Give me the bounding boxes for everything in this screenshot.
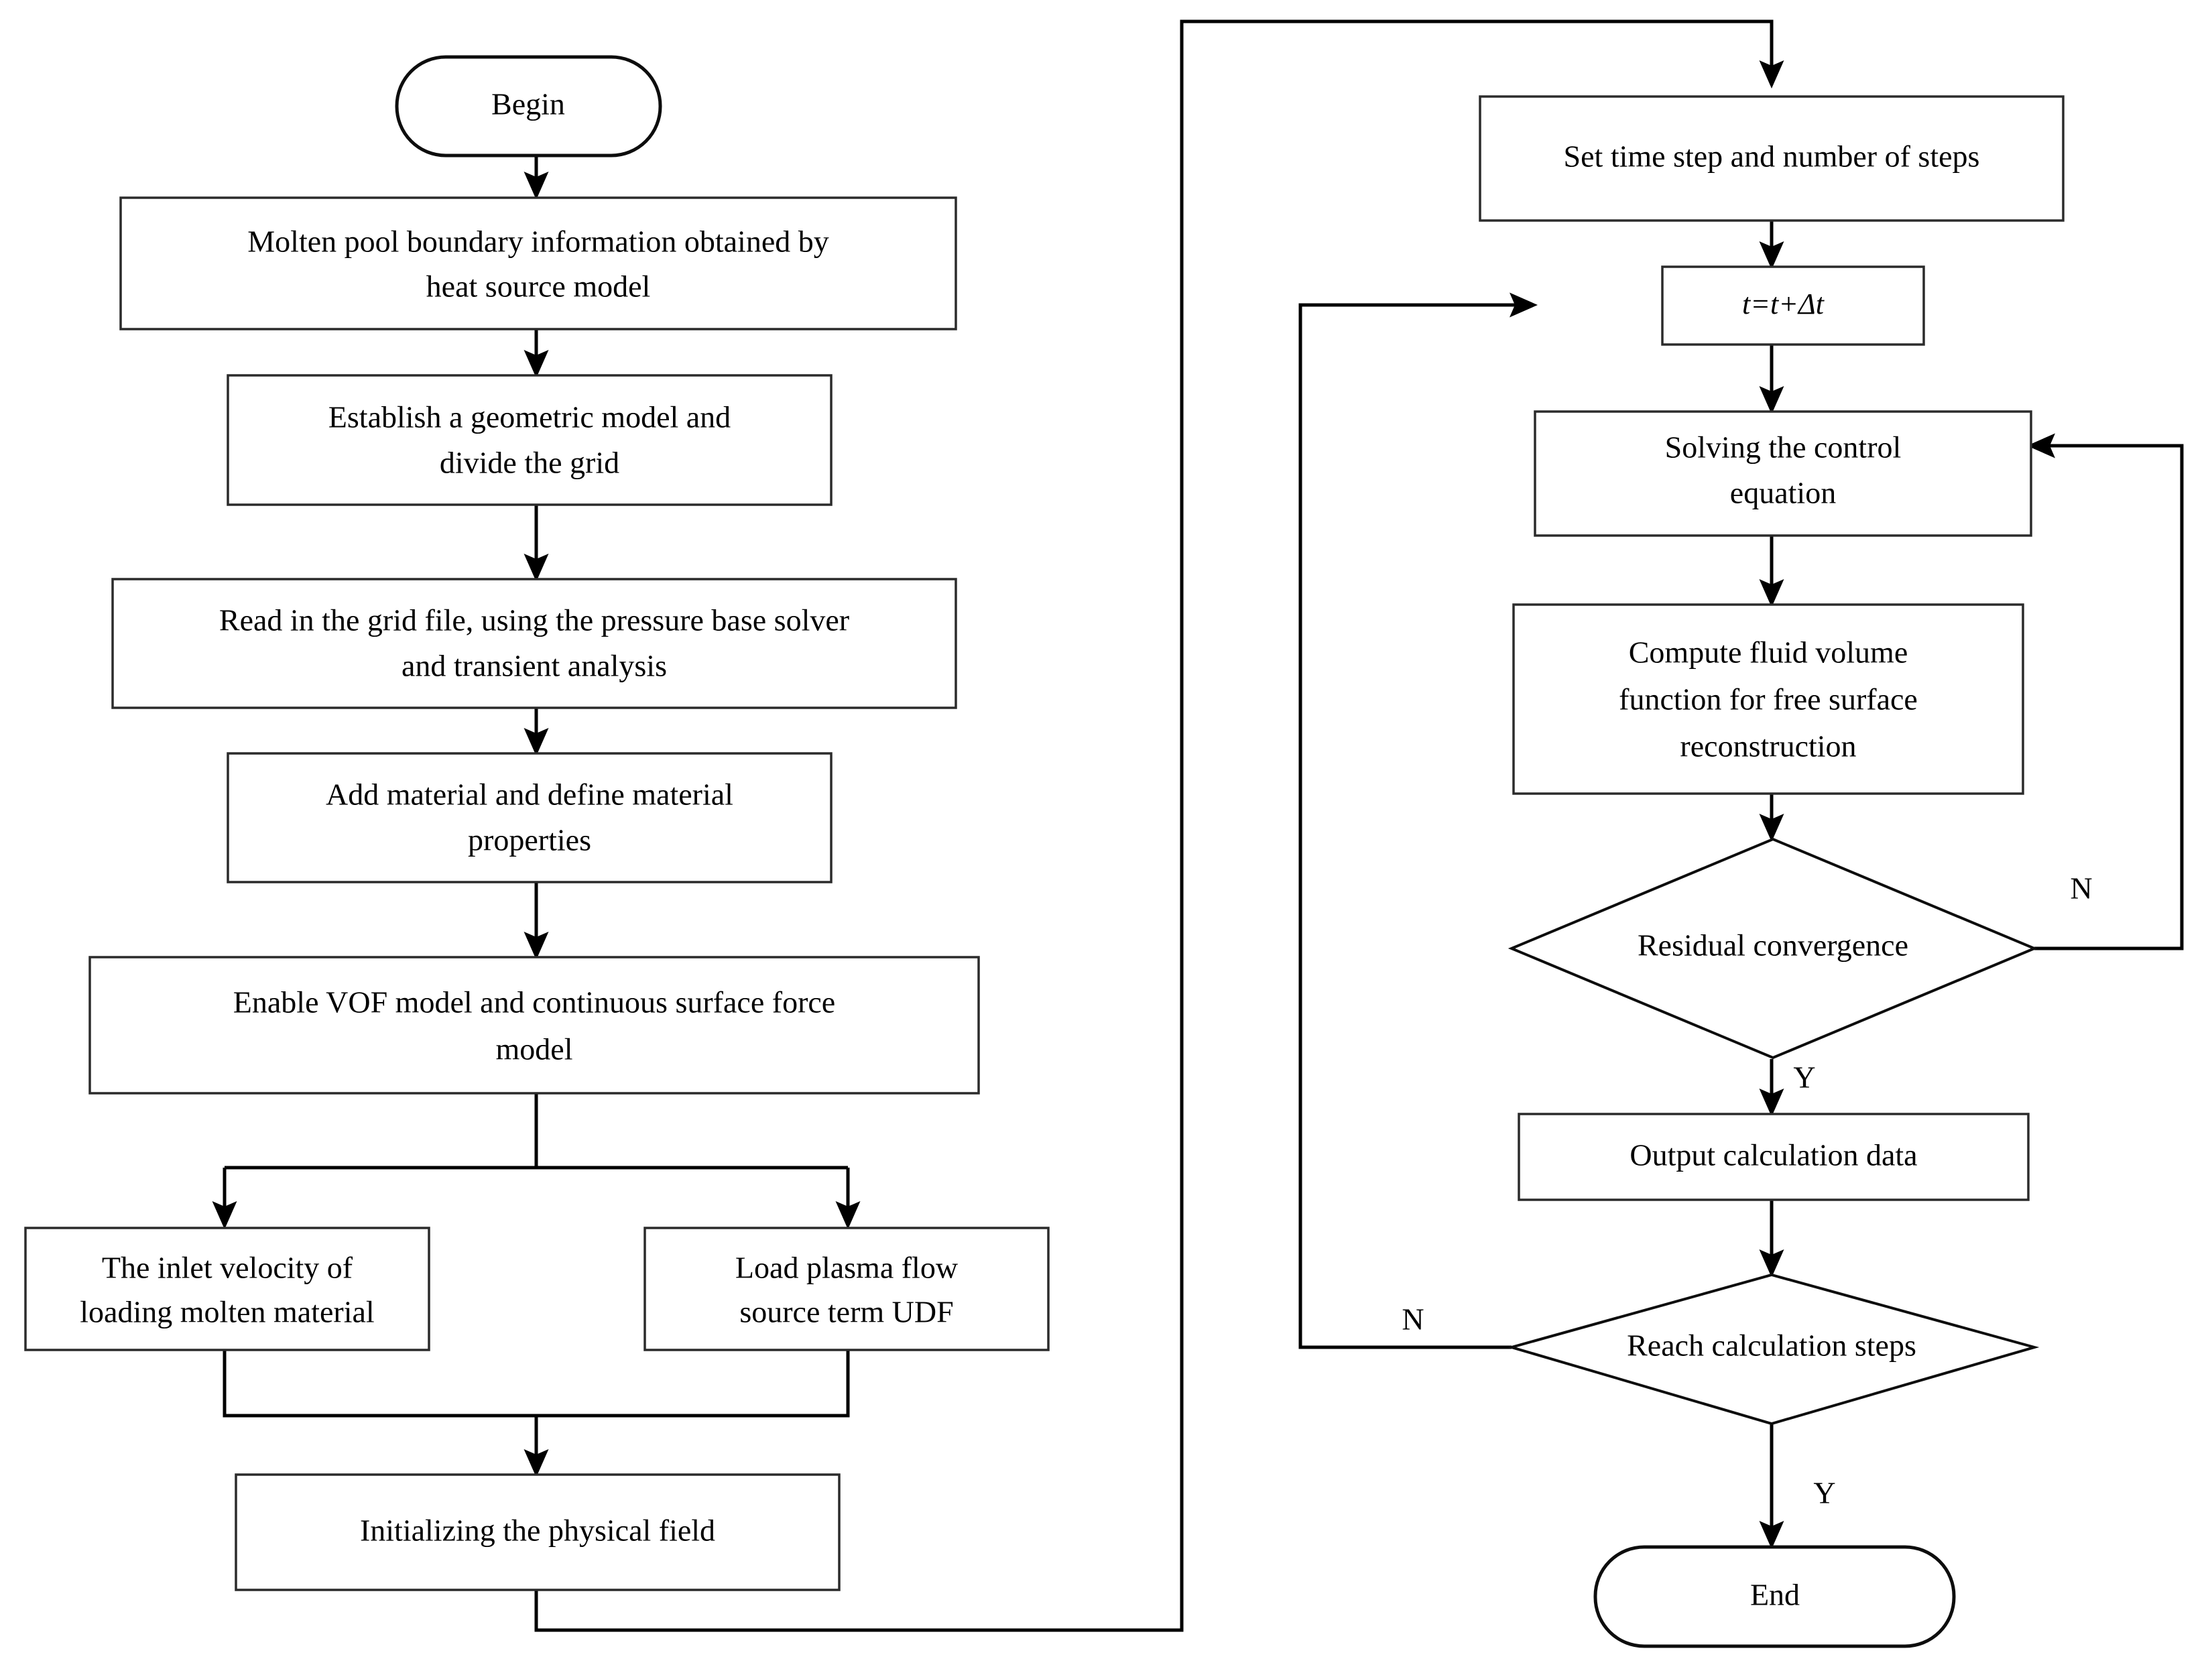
edge-label-residual-yes: Y xyxy=(1793,1060,1815,1095)
node-compute-vof-line3: reconstruction xyxy=(1680,729,1856,763)
node-end xyxy=(1593,1545,1956,1648)
node-begin-label: Begin xyxy=(491,87,565,121)
node-molten-pool xyxy=(119,196,957,330)
node-begin xyxy=(395,55,662,158)
edge-initialize-to-time-step-loop xyxy=(534,19,1784,1632)
node-t-increment xyxy=(1661,265,1925,346)
node-initialize-label: Initializing the physical field xyxy=(360,1513,715,1548)
node-material-line2: properties xyxy=(468,823,591,857)
node-output xyxy=(1518,1113,2030,1201)
node-reach-steps xyxy=(1506,1273,2040,1426)
node-output-label: Output calculation data xyxy=(1630,1138,1917,1172)
node-reach-steps-label: Reach calculation steps xyxy=(1627,1328,1916,1363)
node-time-step-label: Set time step and number of steps xyxy=(1564,139,1980,174)
node-time-step xyxy=(1479,95,2065,222)
node-read-grid xyxy=(111,578,957,709)
node-material-line1: Add material and define material xyxy=(326,778,733,812)
node-inlet-velocity-line1: The inlet velocity of xyxy=(102,1251,353,1285)
node-vof-line2: model xyxy=(496,1032,573,1066)
node-plasma-udf xyxy=(643,1227,1050,1351)
node-vof xyxy=(88,956,980,1095)
node-geometry xyxy=(227,374,833,506)
node-residual-label: Residual convergence xyxy=(1638,928,1908,963)
node-compute-vof-line1: Compute fluid volume xyxy=(1629,635,1908,670)
node-inlet-velocity-line2: loading molten material xyxy=(80,1295,374,1329)
node-residual xyxy=(1508,837,2038,1060)
edge-residual-no-to-solve-control xyxy=(2026,433,2184,950)
node-inlet-velocity xyxy=(24,1227,430,1351)
node-t-increment-label: t=t+Δt xyxy=(1742,288,1825,320)
edge-label-reach-yes: Y xyxy=(1813,1476,1835,1510)
node-initialize xyxy=(235,1473,841,1591)
node-solve-control-line1: Solving the control xyxy=(1665,430,1902,465)
edge-label-reach-no: N xyxy=(1402,1302,1424,1337)
node-geometry-line2: divide the grid xyxy=(440,446,619,480)
node-molten-pool-line2: heat source model xyxy=(426,269,651,304)
node-compute-vof-line2: function for free surface xyxy=(1619,682,1918,717)
node-plasma-udf-line2: source term UDF xyxy=(739,1295,953,1329)
node-solve-control xyxy=(1534,410,2032,537)
node-material xyxy=(227,752,833,883)
node-compute-vof xyxy=(1512,603,2024,795)
node-plasma-udf-line1: Load plasma flow xyxy=(735,1251,959,1285)
node-solve-control-line2: equation xyxy=(1730,476,1836,510)
edge-merge-to-initialize-bar xyxy=(223,1349,850,1418)
edge-reach-steps-no-to-t-increment xyxy=(1298,292,1538,1349)
node-vof-line1: Enable VOF model and continuous surface … xyxy=(233,985,835,1019)
node-read-grid-line1: Read in the grid file, using the pressur… xyxy=(219,603,849,637)
node-end-label: End xyxy=(1750,1578,1800,1612)
node-molten-pool-line1: Molten pool boundary information obtaine… xyxy=(247,225,828,259)
node-geometry-line1: Establish a geometric model and xyxy=(328,400,731,434)
node-read-grid-line2: and transient analysis xyxy=(402,649,667,683)
edge-label-residual-no: N xyxy=(2070,871,2092,906)
